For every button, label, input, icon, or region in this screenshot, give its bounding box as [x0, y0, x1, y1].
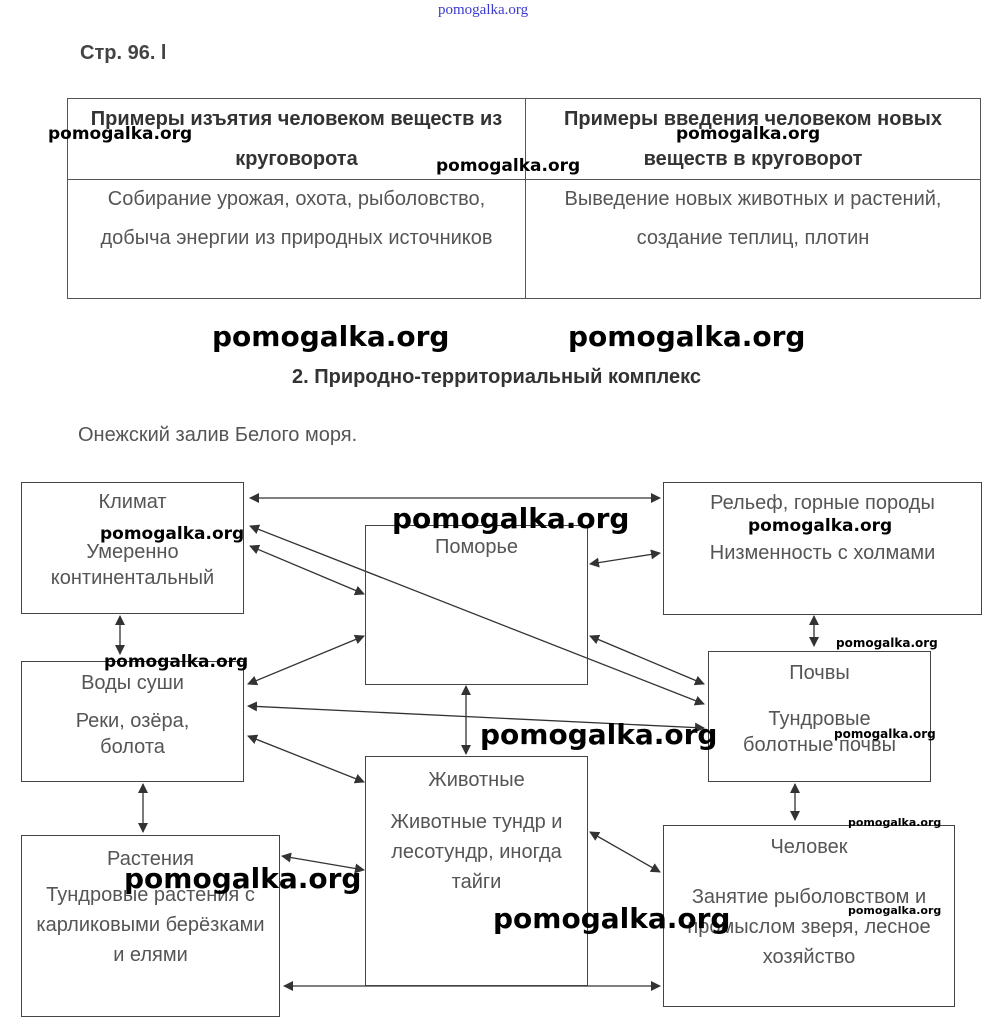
soils-text: Тундровые болотные почвы — [743, 708, 896, 756]
waters-title: Воды суши — [81, 672, 184, 694]
watermark-4: pomogalka.org — [212, 320, 450, 353]
human-text: Занятие рыболовством и промыслом зверя, … — [687, 886, 931, 968]
human-box: Человек Занятие рыболовством и промыслом… — [663, 825, 955, 1007]
plants-text: Тундровые растения с карликовыми берёзка… — [36, 884, 265, 966]
climate-text: Умеренно континентальный — [50, 541, 215, 589]
climate-box: Климат Умеренно континентальный — [21, 482, 244, 614]
watermark-16: pomogalka.org — [848, 904, 942, 917]
watermark-3: pomogalka.org — [436, 156, 581, 176]
section-title: 2. Природно-территориальный комплекс — [292, 366, 701, 388]
climate-title: Климат — [98, 491, 167, 513]
soils-box: Почвы Тундровые болотные почвы — [708, 651, 931, 782]
arrow-animals-human — [589, 831, 661, 873]
watermark-1: pomogalka.org — [48, 124, 193, 144]
table-cell-removal: Собирание урожая, охота, рыболовство, до… — [67, 179, 526, 299]
watermark-14: pomogalka.org — [124, 862, 362, 895]
watermark-7: pomogalka.org — [100, 524, 245, 544]
watermark-9: pomogalka.org — [836, 636, 938, 650]
table-header-removal: Примеры изъятия человеком веществ из кру… — [67, 98, 526, 180]
animals-box: Животные Животные тундр и лесотундр, ино… — [365, 756, 588, 986]
relief-text: Низменность с холмами — [709, 542, 936, 564]
table-cell-introduction: Выведение новых животных и растений, соз… — [525, 179, 981, 299]
plants-box: Растения Тундровые растения с карликовым… — [21, 835, 280, 1017]
animals-text: Животные тундр и лесотундр, иногда тайги — [390, 811, 563, 893]
animals-title: Животные — [428, 769, 525, 791]
arrow-waters-pomorye — [247, 634, 365, 686]
watermark-top: pomogalka.org — [438, 2, 529, 18]
arrow-pomorye-soils — [589, 634, 705, 686]
watermark-5: pomogalka.org — [568, 320, 806, 353]
waters-text: Реки, озёра, болота — [75, 710, 190, 758]
human-title: Человек — [770, 836, 848, 858]
soils-title: Почвы — [789, 662, 850, 684]
comparison-table: Примеры изъятия человеком веществ из кру… — [67, 98, 981, 299]
table-header-introduction: Примеры введения человеком новых веществ… — [525, 98, 981, 180]
relief-box: Рельеф, горные породы Низменность с холм… — [663, 482, 982, 615]
watermark-13: pomogalka.org — [848, 816, 942, 829]
arrow-climate-pomorye — [249, 544, 365, 596]
watermark-6: pomogalka.org — [392, 502, 630, 535]
watermark-11: pomogalka.org — [480, 718, 718, 751]
page-number: Стр. 96. l — [80, 42, 167, 64]
pomorye-title: Поморье — [434, 536, 519, 558]
watermark-8: pomogalka.org — [748, 516, 893, 536]
arrow-waters-animals — [247, 734, 365, 784]
watermark-15: pomogalka.org — [493, 902, 731, 935]
arrow-waters-soils — [247, 701, 705, 733]
waters-box: Воды суши Реки, озёра, болота — [21, 661, 244, 782]
pomorye-box: Поморье — [365, 525, 588, 685]
watermark-12: pomogalka.org — [834, 727, 936, 741]
arrow-plants-animals — [281, 852, 365, 874]
watermark-2: pomogalka.org — [676, 124, 821, 144]
arrow-relief-pomorye — [589, 549, 661, 568]
region-subtitle: Онежский залив Белого моря. — [78, 424, 358, 446]
plants-title: Растения — [107, 848, 194, 870]
relief-title: Рельеф, горные породы — [710, 492, 935, 514]
watermark-10: pomogalka.org — [104, 652, 249, 672]
